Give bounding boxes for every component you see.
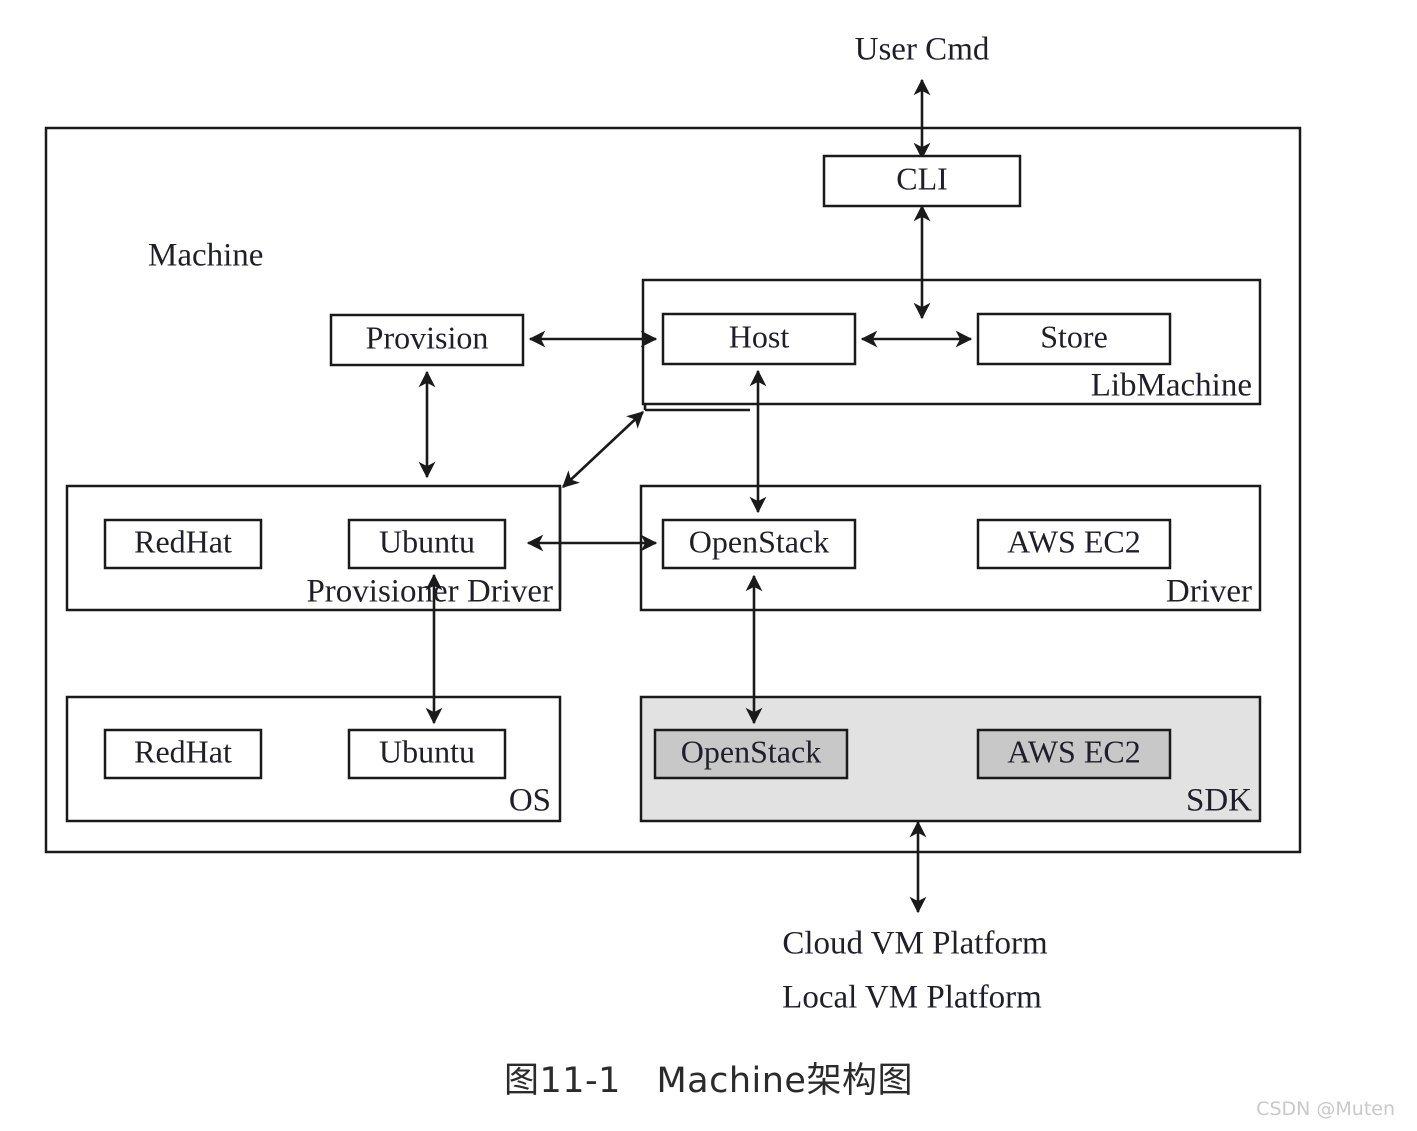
host-box-label: Host bbox=[729, 318, 790, 354]
store-box-label: Store bbox=[1040, 318, 1108, 354]
csdn-watermark: CSDN @Muten bbox=[1256, 1098, 1395, 1120]
sdk-openstack-label: OpenStack bbox=[681, 733, 821, 769]
cli-box-label: CLI bbox=[896, 160, 948, 196]
host-box bbox=[661, 312, 857, 366]
cli-box bbox=[822, 154, 1022, 208]
driver-openstack-box bbox=[661, 518, 857, 570]
os-ubuntu-label: Ubuntu bbox=[379, 733, 475, 769]
user-cmd-label: User Cmd bbox=[855, 32, 990, 68]
provisioner-ubuntu-box bbox=[347, 518, 507, 570]
provisioner-redhat-label: RedHat bbox=[134, 523, 232, 559]
provision-box bbox=[329, 313, 525, 367]
sdk-group-label: SDK bbox=[1186, 783, 1252, 819]
provisioner-redhat-box bbox=[103, 518, 263, 570]
provisioner-ubuntu-label: Ubuntu bbox=[379, 523, 475, 559]
os-group bbox=[65, 695, 562, 823]
os-redhat-label: RedHat bbox=[134, 733, 232, 769]
provisioner-driver-group-label: Provisioner Driver bbox=[306, 574, 553, 610]
os-group-label: OS bbox=[509, 783, 551, 819]
driver-awsec2-label: AWS EC2 bbox=[1007, 523, 1140, 559]
driver-group-label: Driver bbox=[1166, 574, 1252, 610]
local-vm-platform-label: Local VM Platform bbox=[782, 980, 1042, 1016]
driver-awsec2-box bbox=[976, 518, 1172, 570]
provisioner-driver-group bbox=[65, 484, 562, 612]
machine-outer-container bbox=[44, 126, 1302, 854]
sdk-awsec2-box bbox=[976, 728, 1172, 780]
figure-caption: 图11-1 Machine架构图 bbox=[504, 1061, 913, 1101]
os-ubuntu-box bbox=[347, 728, 507, 780]
sdk-awsec2-label: AWS EC2 bbox=[1007, 733, 1140, 769]
machine-container-label: Machine bbox=[148, 238, 263, 274]
cloud-vm-platform-label: Cloud VM Platform bbox=[782, 926, 1048, 962]
os-redhat-box bbox=[103, 728, 263, 780]
edge-diagonal-bidirectional bbox=[562, 411, 644, 488]
sdk-openstack-box bbox=[653, 728, 849, 780]
libmachine-group-label: LibMachine bbox=[1091, 368, 1252, 404]
store-box bbox=[976, 312, 1172, 366]
provision-box-label: Provision bbox=[366, 319, 489, 355]
driver-openstack-label: OpenStack bbox=[689, 523, 829, 559]
driver-group bbox=[639, 484, 1262, 612]
